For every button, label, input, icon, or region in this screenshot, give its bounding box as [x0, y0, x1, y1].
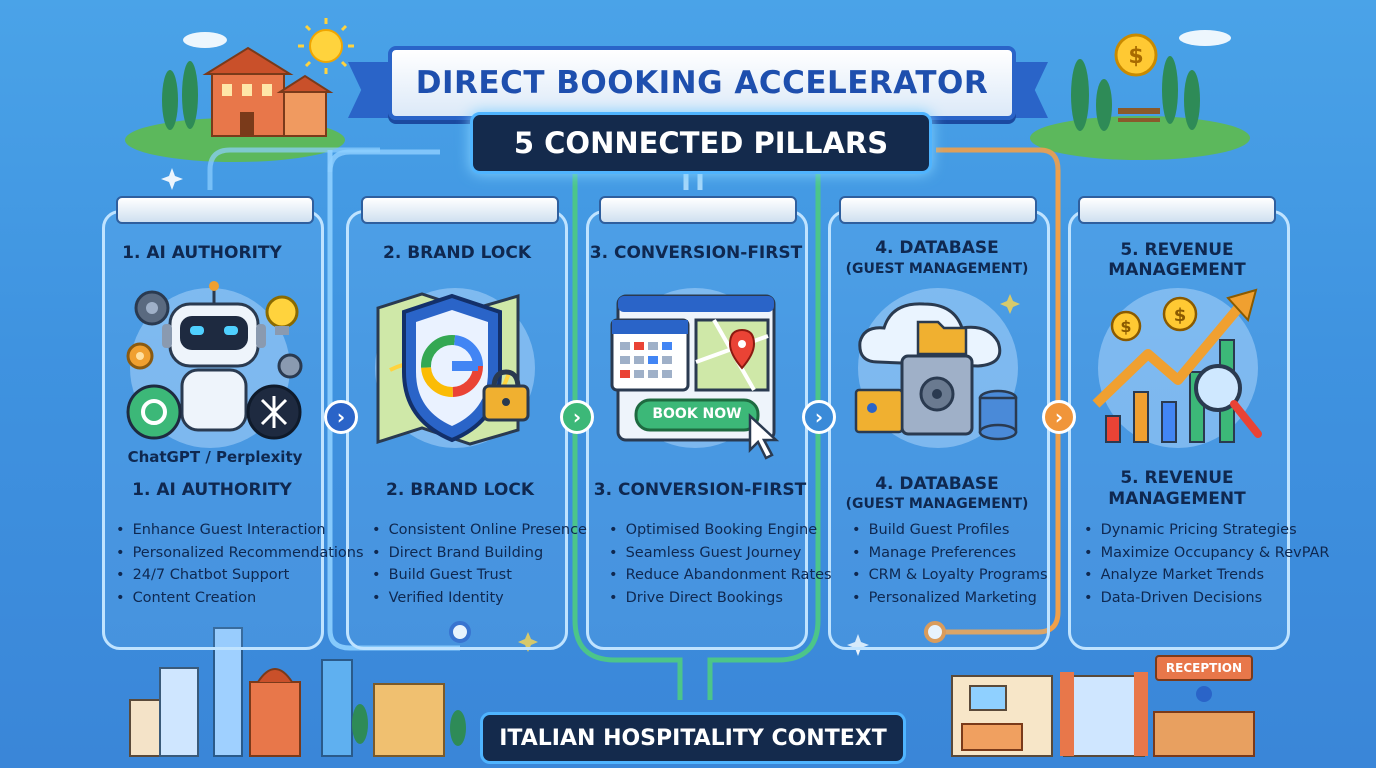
gear-icon — [277, 353, 303, 379]
pillar-5-bullets: Dynamic Pricing Strategies Maximize Occu… — [1084, 519, 1330, 610]
book-now-button[interactable]: BOOK NOW — [652, 406, 742, 422]
list-item: Direct Brand Building — [372, 542, 602, 565]
list-item: Personalized Marketing — [852, 587, 1082, 610]
location-pin-icon — [728, 328, 756, 370]
arrow-right-icon: › — [1042, 400, 1076, 434]
pillar-3-bullets: Optimised Booking Engine Seamless Guest … — [609, 519, 839, 609]
openai-icon — [126, 384, 182, 440]
pillar-1-title: 1. AI AUTHORITY — [132, 480, 292, 500]
svg-text:$: $ — [1174, 305, 1187, 326]
title-banner: DIRECT BOOKING ACCELERATOR — [388, 46, 1016, 120]
pillar-1-caption: ChatGPT / Perplexity — [127, 448, 303, 466]
folder-icon — [916, 320, 968, 356]
pillar-4-top-title: 4. DATABASE — [875, 238, 999, 258]
safe-icon — [900, 354, 974, 436]
list-item: Seamless Guest Journey — [609, 542, 839, 565]
list-item: Build Guest Profiles — [852, 519, 1082, 542]
pillar-capital-4 — [839, 196, 1037, 224]
pillar-4-top-title-sub: (GUEST MANAGEMENT) — [845, 261, 1029, 277]
list-item: 24/7 Chatbot Support — [116, 564, 346, 587]
footer-label: ITALIAN HOSPITALITY CONTEXT — [499, 725, 887, 751]
pillar-4-illustration — [854, 302, 1018, 441]
pillar-capital-2 — [361, 196, 559, 224]
footer-banner: ITALIAN HOSPITALITY CONTEXT — [480, 712, 906, 764]
gear-icon — [134, 290, 170, 326]
coin-icon: $ — [1114, 33, 1158, 77]
lightbulb-icon — [265, 295, 299, 335]
growth-arrow-icon — [1092, 288, 1258, 408]
park-illustration — [1030, 56, 1250, 160]
pillar-5-title: 5. REVENUE — [1120, 468, 1234, 488]
page-title: DIRECT BOOKING ACCELERATOR — [415, 65, 989, 101]
page-subtitle: 5 CONNECTED PILLARS — [513, 126, 889, 160]
folder-icon — [854, 388, 904, 434]
pillar-2-title: 2. BRAND LOCK — [386, 480, 534, 500]
list-item: Drive Direct Bookings — [609, 587, 839, 610]
magnifier-icon — [1194, 364, 1262, 438]
coin-icon: $ — [1162, 296, 1198, 332]
list-item: Content Creation — [116, 587, 346, 610]
list-item: Data-Driven Decisions — [1084, 587, 1314, 610]
list-item: CRM & Loyalty Programs — [852, 564, 1082, 587]
pillar-2-top-title: 2. BRAND LOCK — [383, 243, 531, 263]
city-illustration — [129, 627, 466, 757]
robot-icon — [162, 281, 266, 432]
pillar-4-title: 4. DATABASE — [875, 474, 999, 494]
arrow-right-icon: › — [324, 400, 358, 434]
svg-text:$: $ — [1120, 317, 1131, 336]
pillar-2-bullets: Consistent Online Presence Direct Brand … — [372, 519, 602, 609]
pillar-capital-1 — [116, 196, 314, 224]
pillar-1-top-title: 1. AI AUTHORITY — [122, 243, 282, 263]
pillar-3-top-title: 3. CONVERSION-FIRST — [589, 243, 803, 263]
villa-illustration — [125, 46, 345, 162]
pillar-3-illustration — [610, 294, 780, 460]
pillar-capital-5 — [1078, 196, 1276, 224]
reception-sign: RECEPTION — [1165, 661, 1243, 675]
cursor-icon — [748, 413, 780, 460]
pillar-4-title-sub: (GUEST MANAGEMENT) — [845, 496, 1029, 512]
pillar-5-top-title: 5. REVENUE — [1120, 240, 1234, 260]
padlock-icon — [482, 369, 530, 422]
pillar-capital-3 — [599, 196, 797, 224]
list-item: Personalized Recommendations — [116, 542, 364, 565]
pillar-4-bullets: Build Guest Profiles Manage Preferences … — [852, 519, 1082, 609]
list-item: Dynamic Pricing Strategies — [1084, 519, 1314, 542]
pillar-1-illustration — [126, 281, 303, 440]
pillar-2-illustration — [376, 292, 530, 446]
arrow-right-icon: › — [560, 400, 594, 434]
list-item: Consistent Online Presence — [372, 519, 602, 542]
list-item: Manage Preferences — [852, 542, 1082, 565]
list-item: Maximize Occupancy & RevPAR — [1084, 542, 1330, 565]
sun-icon — [298, 18, 354, 74]
svg-text:$: $ — [1128, 44, 1143, 69]
list-item: Analyze Market Trends — [1084, 564, 1314, 587]
pillar-5-illustration: $ $ — [1092, 288, 1262, 443]
hotel-illustration — [951, 655, 1255, 757]
pillar-3-title: 3. CONVERSION-FIRST — [593, 480, 807, 500]
list-item: Optimised Booking Engine — [609, 519, 839, 542]
list-item: Reduce Abandonment Rates — [609, 564, 839, 587]
list-item: Enhance Guest Interaction — [116, 519, 346, 542]
google-g-icon — [421, 335, 483, 397]
database-icon — [978, 389, 1018, 441]
perplexity-icon — [246, 384, 302, 440]
list-item: Verified Identity — [372, 587, 602, 610]
pillar-5-title-sub: MANAGEMENT — [1108, 489, 1246, 509]
gear-icon — [126, 342, 154, 370]
pillar-1-bullets: Enhance Guest Interaction Personalized R… — [116, 519, 364, 610]
coin-icon: $ — [1110, 310, 1142, 342]
subtitle-banner: 5 CONNECTED PILLARS — [470, 112, 932, 174]
calendar-icon — [610, 318, 690, 392]
list-item: Build Guest Trust — [372, 564, 602, 587]
pillar-5-top-title-sub: MANAGEMENT — [1108, 260, 1246, 280]
arrow-right-icon: › — [802, 400, 836, 434]
